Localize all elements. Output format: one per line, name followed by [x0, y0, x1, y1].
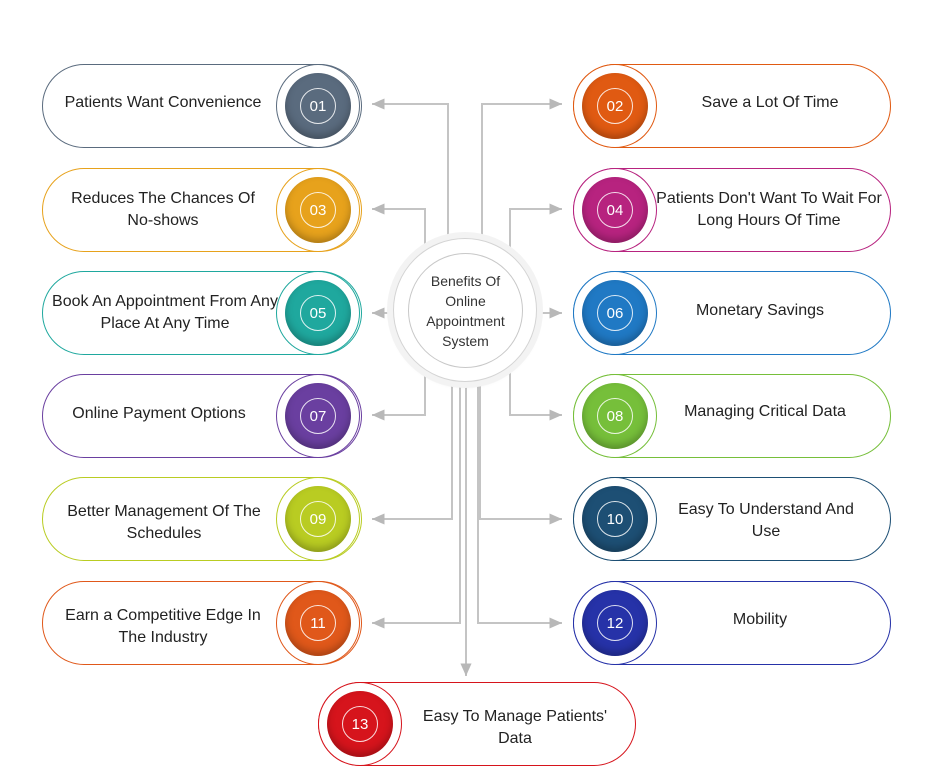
- badge-13: 13: [327, 691, 393, 757]
- badge-number-11: 11: [300, 605, 336, 641]
- benefit-text-05: Book An Appointment From Any Place At An…: [52, 293, 278, 332]
- badge-12: 12: [582, 590, 648, 656]
- benefit-text-03: Reduces The Chances Of No-shows: [71, 190, 255, 229]
- benefit-text-07: Online Payment Options: [72, 405, 246, 422]
- badge-07: 07: [285, 383, 351, 449]
- connector-12: [477, 382, 562, 629]
- badge-02: 02: [582, 73, 648, 139]
- center-hub: Benefits Of Online Appointment System: [393, 238, 537, 382]
- benefit-text-11: Earn a Competitive Edge In The Industry: [65, 607, 261, 646]
- connector-03: [372, 203, 426, 250]
- badge-08: 08: [582, 383, 648, 449]
- badge-number-09: 09: [300, 501, 336, 537]
- badge-number-01: 01: [300, 88, 336, 124]
- benefit-text-13: Easy To Manage Patients' Data: [422, 708, 608, 747]
- badge-05: 05: [285, 280, 351, 346]
- connector-04: [509, 203, 562, 250]
- badge-03: 03: [285, 177, 351, 243]
- benefit-text-02: Save a Lot Of Time: [701, 94, 839, 111]
- badge-number-03: 03: [300, 192, 336, 228]
- benefit-text-06: Monetary Savings: [695, 302, 825, 319]
- connector-09: [372, 382, 453, 525]
- benefit-text-12: Mobility: [732, 611, 788, 628]
- badge-number-13: 13: [342, 706, 378, 742]
- connector-11: [372, 382, 461, 629]
- badge-number-06: 06: [597, 295, 633, 331]
- connector-07: [372, 372, 426, 421]
- badge-number-10: 10: [597, 501, 633, 537]
- badge-10: 10: [582, 486, 648, 552]
- badge-09: 09: [285, 486, 351, 552]
- benefit-text-10: Easy To Understand And Use: [678, 501, 854, 540]
- connector-01: [372, 98, 449, 238]
- center-title: Benefits Of Online Appointment System: [408, 253, 523, 368]
- connector-08: [509, 372, 562, 421]
- benefit-text-09: Better Management Of The Schedules: [67, 503, 261, 542]
- badge-01: 01: [285, 73, 351, 139]
- badge-11: 11: [285, 590, 351, 656]
- badge-06: 06: [582, 280, 648, 346]
- benefit-text-04: Patients Don't Want To Wait For Long Hou…: [656, 190, 882, 229]
- badge-number-12: 12: [597, 605, 633, 641]
- badge-number-04: 04: [597, 192, 633, 228]
- benefit-text-01: Patients Want Convenience: [64, 94, 262, 111]
- connector-10: [479, 382, 562, 525]
- badge-04: 04: [582, 177, 648, 243]
- benefit-text-08: Managing Critical Data: [684, 403, 846, 420]
- badge-number-02: 02: [597, 88, 633, 124]
- badge-number-05: 05: [300, 295, 336, 331]
- badge-number-08: 08: [597, 398, 633, 434]
- badge-number-07: 07: [300, 398, 336, 434]
- connector-02: [481, 98, 562, 238]
